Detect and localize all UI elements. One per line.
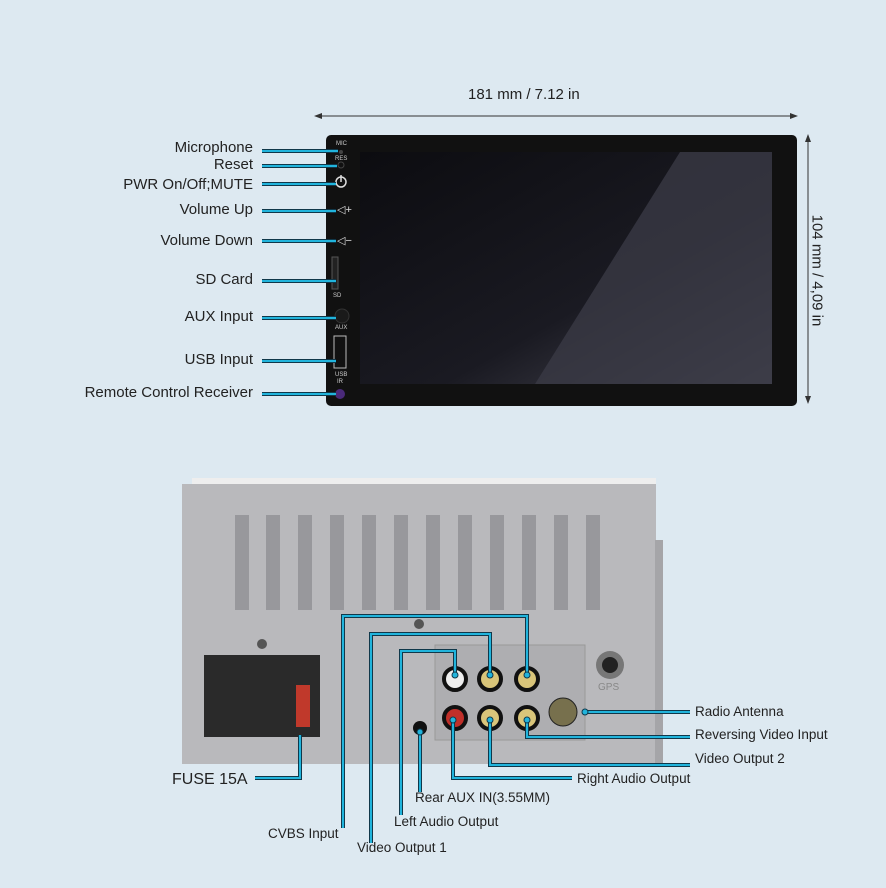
label-video-output-2: Video Output 2: [695, 751, 785, 766]
head-unit-rear: [182, 478, 663, 764]
label-sd-card: SD Card: [195, 271, 253, 288]
reset-button: [337, 161, 345, 169]
volume-down-icon: ◁−: [337, 235, 352, 247]
microphone-hole: [339, 150, 343, 154]
mark-res: RES: [335, 156, 348, 162]
label-video-output-1: Video Output 1: [357, 840, 447, 855]
mark-usb: USB: [335, 372, 348, 378]
height-dimension-arrow: [805, 134, 811, 404]
rear-leader-lines: [255, 614, 690, 843]
label-reset: Reset: [213, 156, 253, 173]
label-usb-input: USB Input: [184, 351, 253, 368]
label-left-audio: Left Audio Output: [394, 814, 499, 829]
label-volume-up: Volume Up: [179, 201, 253, 218]
rear-aux-jack: [413, 721, 427, 735]
label-radio-antenna: Radio Antenna: [695, 704, 784, 719]
label-aux-input: AUX Input: [184, 308, 253, 325]
label-reversing-video: Reversing Video Input: [695, 727, 828, 742]
label-rear-aux: Rear AUX IN(3.55MM): [415, 790, 551, 805]
usb-port: [333, 335, 347, 369]
label-microphone: Microphone: [174, 139, 253, 156]
width-dimension-arrow: [314, 113, 798, 119]
radio-antenna-port: [548, 697, 578, 727]
aux-jack: [334, 308, 350, 324]
mark-aux: AUX: [335, 325, 348, 331]
fuse: [296, 685, 310, 727]
mark-gps: GPS: [598, 682, 620, 693]
label-right-audio: Right Audio Output: [577, 771, 691, 786]
label-volume-down: Volume Down: [160, 232, 253, 249]
ir-receiver: [335, 389, 345, 399]
screw: [414, 619, 424, 629]
mark-sd: SD: [333, 293, 342, 299]
gps-port: [602, 657, 618, 673]
volume-up-icon: ◁+: [337, 204, 352, 216]
mark-ir: IR: [337, 379, 343, 385]
label-cvbs-input: CVBS Input: [268, 826, 339, 841]
label-remote-receiver: Remote Control Receiver: [84, 384, 253, 401]
front-leader-lines: [262, 149, 338, 396]
screw: [257, 639, 267, 649]
height-dimension-label: 104 mm / 4,09 in: [808, 214, 826, 327]
sd-card-slot: [331, 256, 339, 290]
label-power-mute: PWR On/Off;MUTE: [123, 176, 253, 193]
label-fuse: FUSE 15A: [172, 771, 248, 788]
width-dimension-label: 181 mm / 7.12 in: [468, 86, 580, 103]
mark-mic: MIC: [336, 141, 347, 147]
head-unit-front: ◁+ ◁−: [326, 135, 797, 406]
